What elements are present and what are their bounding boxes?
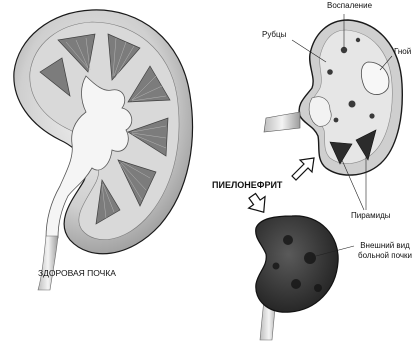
inflammation-label: Воспаление bbox=[327, 2, 372, 10]
scars-label: Рубцы bbox=[262, 31, 286, 39]
diseased-kidney-outline bbox=[256, 216, 338, 312]
healthy-kidney-label: ЗДОРОВАЯ ПОЧКА bbox=[38, 269, 116, 278]
section-ureter bbox=[264, 112, 300, 132]
pyramids-label: Пирамиды bbox=[351, 212, 391, 220]
pyelonephritis-section bbox=[264, 14, 402, 210]
external-view-label: Внешний вид больной почки bbox=[356, 241, 414, 261]
healthy-kidney bbox=[14, 10, 193, 290]
arrow-to-section bbox=[292, 158, 314, 180]
pyelonephritis-label: ПИЕЛОНЕФРИТ bbox=[212, 181, 282, 190]
healthy-ureter bbox=[38, 236, 58, 290]
arrow-to-external bbox=[244, 190, 272, 218]
pus-label: Гной bbox=[394, 48, 411, 56]
diseased-kidney-external bbox=[256, 216, 354, 340]
